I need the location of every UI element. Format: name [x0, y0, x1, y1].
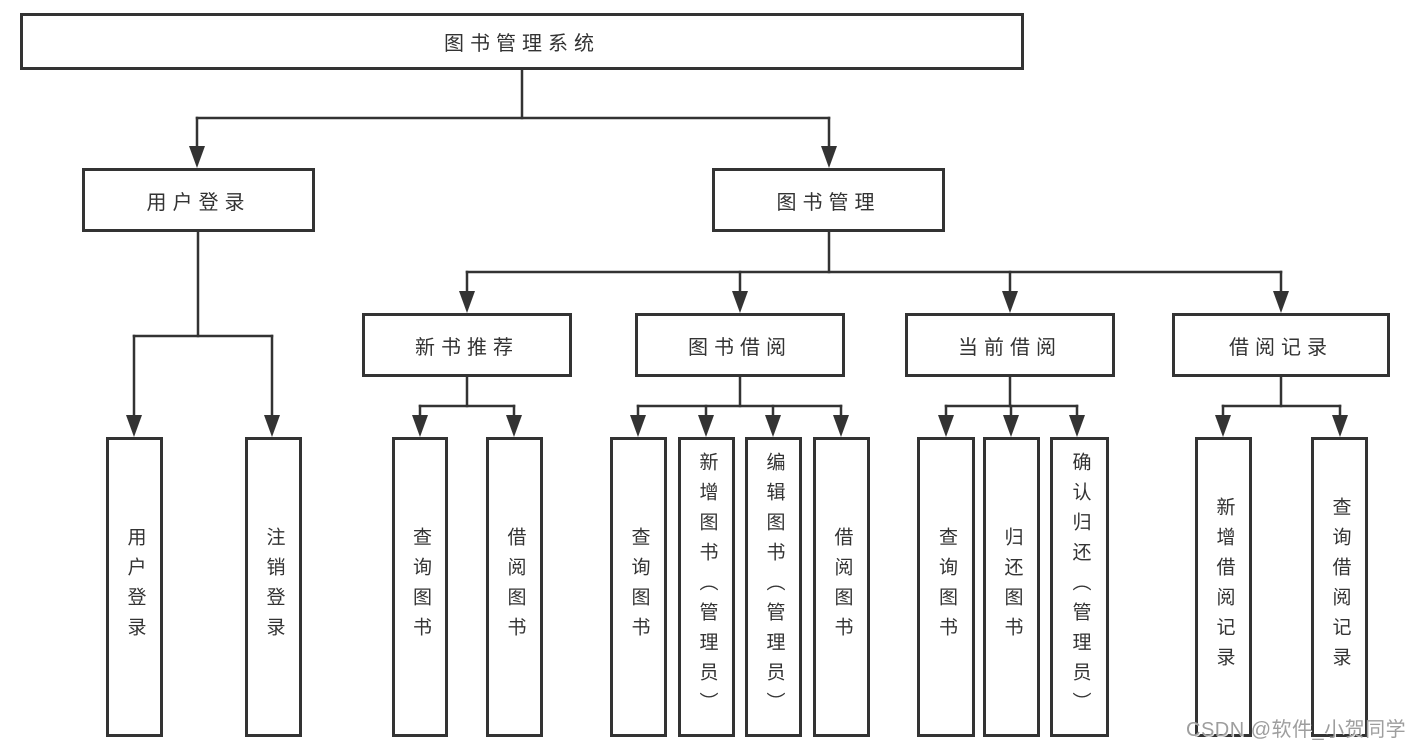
node-label: 查询图书: [628, 527, 650, 647]
node-current-borrow: 当前借阅: [905, 313, 1115, 377]
arrowhead: [732, 291, 748, 313]
node-leaf-query-borrow-record: 查询借阅记录: [1311, 437, 1368, 737]
node-leaf-edit-book-admin: 编辑图书（管理员）: [745, 437, 802, 737]
connector-book-borrow-to-leaves: [630, 375, 849, 437]
connector-current-borrow-to-leaves: [938, 375, 1085, 437]
arrowhead: [630, 415, 646, 437]
node-label: 查询图书: [935, 527, 957, 647]
node-leaf-borrow-books-recommend: 借阅图书: [486, 437, 543, 737]
node-label: 注销登录: [263, 527, 285, 647]
watermark: CSDN @软件_小贺同学: [1186, 719, 1405, 741]
node-borrow-records: 借阅记录: [1172, 313, 1390, 377]
node-leaf-return-book: 归还图书: [983, 437, 1040, 737]
node-label: 查询借阅记录: [1329, 497, 1351, 677]
connector-new-book-recommend-to-leaves: [412, 375, 522, 437]
node-label: 归还图书: [1001, 527, 1023, 647]
node-label: 用户登录: [124, 527, 146, 647]
node-book-borrow: 图书借阅: [635, 313, 845, 377]
node-leaf-query-books-recommend: 查询图书: [392, 437, 448, 737]
arrowhead: [1069, 415, 1085, 437]
arrowhead: [1332, 415, 1348, 437]
node-leaf-logout: 注销登录: [245, 437, 302, 737]
connector-book-management-to-level3: [459, 230, 1289, 313]
node-book-management-branch: 图书管理: [712, 168, 945, 232]
connector-borrow-records-to-leaves: [1215, 375, 1348, 437]
node-label: 借阅记录: [1229, 336, 1333, 359]
node-label: 用户登录: [146, 191, 251, 214]
arrowhead: [412, 415, 428, 437]
arrowhead: [821, 146, 837, 168]
arrowhead: [698, 415, 714, 437]
node-label: 新增借阅记录: [1213, 497, 1235, 677]
arrowhead: [506, 415, 522, 437]
node-label: 图书管理: [776, 191, 881, 214]
node-label: 新书推荐: [415, 336, 519, 359]
node-leaf-confirm-return-admin: 确认归还（管理员）: [1050, 437, 1109, 737]
node-label: 借阅图书: [504, 527, 526, 647]
node-label: 借阅图书: [831, 527, 853, 647]
node-label: 编辑图书（管理员）: [763, 452, 785, 722]
node-label: 查询图书: [409, 527, 431, 647]
arrowhead: [1215, 415, 1231, 437]
node-leaf-query-books-borrow: 查询图书: [610, 437, 667, 737]
connector-user-login-to-leaves: [126, 230, 280, 437]
arrowhead: [459, 291, 475, 313]
arrowhead: [1002, 291, 1018, 313]
node-label: 新增图书（管理员）: [696, 452, 718, 722]
arrowhead: [938, 415, 954, 437]
node-root: 图书管理系统: [20, 13, 1024, 70]
arrowhead: [1003, 415, 1019, 437]
arrowhead: [189, 146, 205, 168]
node-label: 确认归还（管理员）: [1069, 452, 1091, 722]
arrowhead: [126, 415, 142, 437]
node-user-login-branch: 用户登录: [82, 168, 315, 232]
node-leaf-add-borrow-record: 新增借阅记录: [1195, 437, 1252, 737]
node-label: 图书借阅: [688, 336, 792, 359]
node-label: 图书管理系统: [444, 33, 600, 55]
arrowhead: [264, 415, 280, 437]
arrowhead: [1273, 291, 1289, 313]
arrowhead: [765, 415, 781, 437]
node-label: 当前借阅: [958, 336, 1062, 359]
node-leaf-borrow-books-borrow: 借阅图书: [813, 437, 870, 737]
connector-root-to-level2: [189, 68, 837, 168]
node-new-book-recommend: 新书推荐: [362, 313, 572, 377]
arrowhead: [833, 415, 849, 437]
node-leaf-add-book-admin: 新增图书（管理员）: [678, 437, 735, 737]
node-leaf-query-books-current: 查询图书: [917, 437, 975, 737]
node-leaf-user-login: 用户登录: [106, 437, 163, 737]
